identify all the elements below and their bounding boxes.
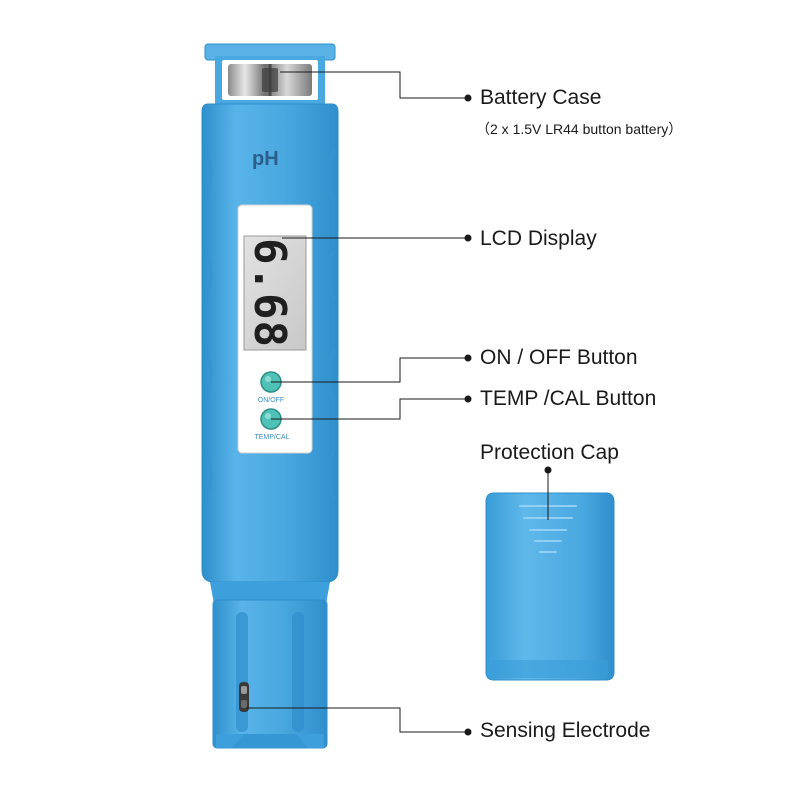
callout-dots xyxy=(464,94,552,736)
battery-spring xyxy=(262,68,278,92)
cap-body xyxy=(485,492,615,681)
probe-collar xyxy=(210,582,330,604)
dot-on-off-button xyxy=(464,354,472,362)
on-off-button-label: ON/OFF xyxy=(258,397,284,404)
battery-compartment xyxy=(204,43,336,104)
label-temp-cal-button: TEMP /CAL Button xyxy=(480,387,657,410)
leader-on-off-button xyxy=(271,357,468,383)
label-lcd-display: LCD Display xyxy=(480,227,597,250)
dot-temp-cal-button xyxy=(464,395,472,403)
on-off-button-highlight xyxy=(265,376,271,382)
temp-cal-button-highlight xyxy=(265,413,271,419)
dot-lcd-display xyxy=(464,234,472,242)
label-battery-case: Battery Case xyxy=(480,86,602,109)
probe-section xyxy=(210,582,330,749)
grip-ridges xyxy=(204,149,336,501)
leader-temp-cal-button xyxy=(271,398,468,420)
label-protection-cap: Protection Cap xyxy=(480,441,619,464)
cap-bevel xyxy=(492,660,608,678)
probe-tip-notch xyxy=(232,734,308,748)
probe-slot-right xyxy=(292,612,304,732)
leader-battery-case xyxy=(280,71,468,99)
label-battery-spec: （2 x 1.5V LR44 button battery） xyxy=(476,121,683,137)
dot-sensing-electrode xyxy=(464,728,472,736)
dot-battery-case xyxy=(464,94,472,102)
ph-meter: pH 6.68 ON/OFF TEMP/CAL xyxy=(201,43,339,749)
label-on-off-button: ON / OFF Button xyxy=(480,346,638,369)
lcd-reading: 6.68 xyxy=(244,238,295,348)
probe-shaft xyxy=(212,599,328,749)
callout-lines xyxy=(246,71,549,733)
protection-cap-illustration xyxy=(485,492,615,681)
dot-protection-cap xyxy=(544,466,552,474)
temp-cal-button-label: TEMP/CAL xyxy=(254,434,289,441)
lcd-screen xyxy=(243,235,307,351)
probe-slot-left xyxy=(236,612,248,732)
leader-sensing-electrode xyxy=(246,707,468,733)
brand-label: pH xyxy=(252,148,279,170)
sensing-electrode-icon xyxy=(239,682,249,712)
label-sensing-electrode: Sensing Electrode xyxy=(480,719,651,742)
